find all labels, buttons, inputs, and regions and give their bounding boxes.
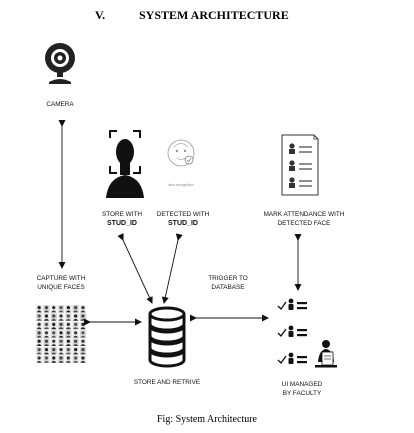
mark-attendance-line1: MARK ATTENDANCE WITH (263, 211, 345, 218)
store-with-label: STORE WITH STUD_ID (92, 210, 152, 228)
mark-attendance-line2: DETECTED FACE (277, 220, 331, 227)
mark-attendance-label: MARK ATTENDANCE WITH DETECTED FACE (252, 210, 356, 228)
trigger-line2: DATABASE (211, 284, 245, 291)
section-number: V. (95, 8, 106, 22)
database-icon (148, 306, 186, 368)
camera-label: CAMERA (46, 101, 74, 108)
ui-line2: BY FACULTY (282, 390, 322, 397)
trigger-label: TRIGGER TO DATABASE (200, 274, 256, 292)
face-recognition-icon (167, 139, 195, 167)
detected-with-line1: DETECTED WITH (156, 211, 210, 218)
detected-database-arrow (161, 233, 183, 304)
capture-line2: UNIQUE FACES (37, 284, 85, 291)
store-database-arrow (117, 233, 153, 304)
trigger-line1: TRIGGER TO (208, 275, 248, 282)
store-with-line1: STORE WITH (101, 211, 142, 218)
capture-label: CAPTURE WITH UNIQUE FACES (28, 274, 94, 292)
ui-label: UI MANAGED BY FACULTY (272, 380, 332, 398)
ui-line1: UI MANAGED (281, 381, 323, 388)
attendance-sheet-icon (281, 134, 319, 196)
capture-line1: CAPTURE WITH (36, 275, 86, 282)
face-grid-icon (36, 305, 87, 363)
face-recognition-icon-text: face recognition (168, 183, 193, 187)
detected-with-line2: STUD_ID (168, 220, 198, 227)
webcam-icon (45, 43, 75, 84)
ui-checklist-icon (277, 298, 337, 368)
figure-caption: Fig: System Architecture (157, 414, 257, 425)
person-face-scan-icon (106, 130, 144, 198)
section-title: SYSTEM ARCHITECTURE (139, 8, 289, 22)
store-with-line2: STUD_ID (107, 220, 137, 227)
detected-with-label: DETECTED WITH STUD_ID (150, 210, 216, 228)
database-label: STORE AND RETRIVE (133, 379, 201, 386)
